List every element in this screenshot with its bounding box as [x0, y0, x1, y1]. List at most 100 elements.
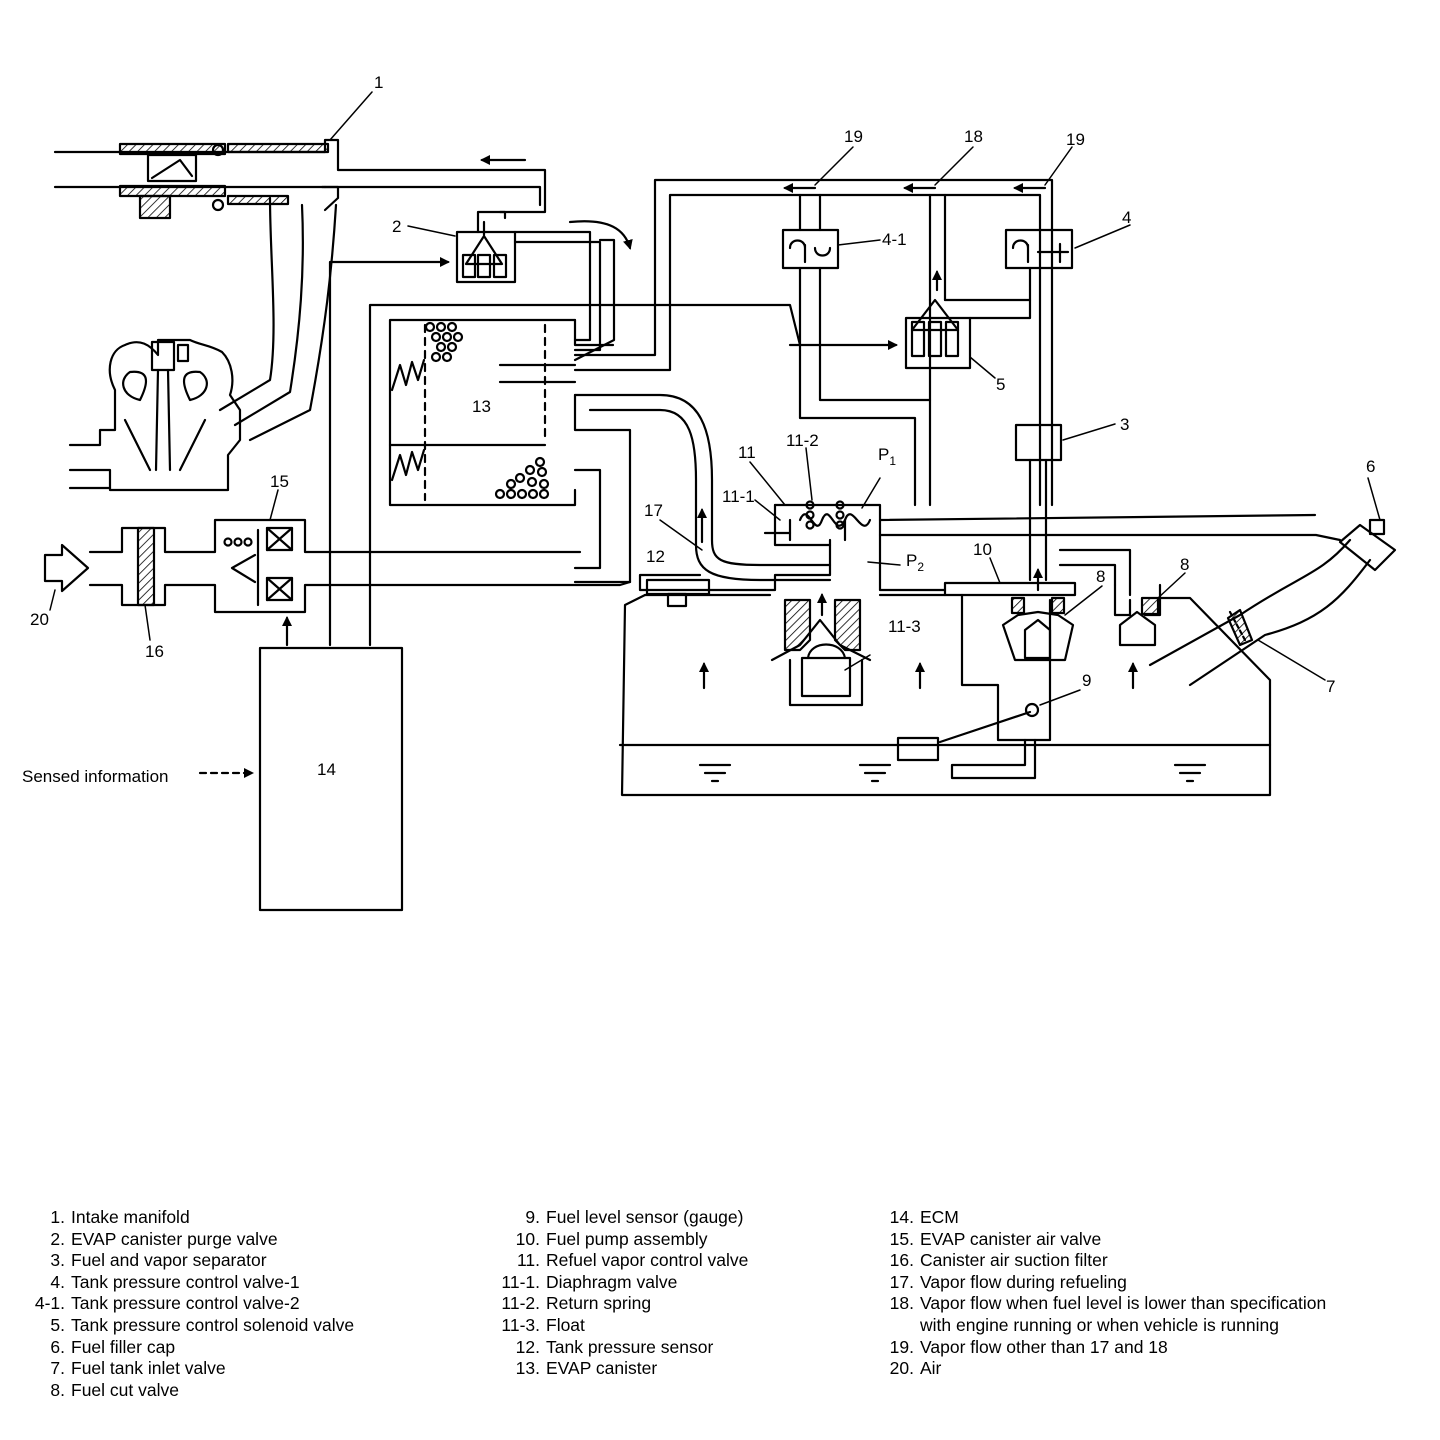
legend-text: Fuel filler cap	[71, 1336, 176, 1357]
legend-item: 19.Vapor flow other than 17 and 18	[880, 1337, 1326, 1359]
callout-10: 10	[973, 540, 992, 559]
callout-11-2: 11-2	[786, 431, 819, 450]
legend-number: 8.	[50, 1379, 65, 1400]
tank-pressure-sensor	[645, 578, 711, 608]
legend-text: Tank pressure control valve-1	[71, 1271, 300, 1292]
callout-11-3: 11-3	[888, 617, 921, 636]
legend-column-2: 9. Fuel level sensor (gauge) 10. Fuel pump…	[490, 1207, 748, 1380]
callout-15: 15	[270, 472, 289, 491]
fuel-and-vapor-separator	[1014, 423, 1063, 592]
legend-number: 11.	[516, 1250, 540, 1271]
callout-8a: 8	[1096, 567, 1105, 586]
callout-2: 2	[392, 217, 401, 236]
callout-3: 3	[1120, 415, 1129, 434]
legend-number: 3.	[50, 1250, 65, 1271]
float-valve	[770, 593, 872, 707]
legend-item: 13.EVAP canister	[490, 1358, 748, 1380]
fuel-tank	[618, 593, 1272, 797]
legend-number: 7.	[50, 1358, 65, 1379]
legend-item: 8. Fuel cut valve	[25, 1380, 354, 1402]
callout-5: 5	[996, 375, 1005, 394]
legend-item: 4-1.Tank pressure control valve-2	[25, 1293, 354, 1315]
label-p2: P2	[906, 551, 924, 574]
legend-number: 12.	[515, 1336, 540, 1357]
legend-number	[880, 1315, 920, 1337]
callout-labels: 1 2 3 4 4-1 5 6 7 8 8 9 10 11 11-1 11-2 …	[22, 73, 1375, 786]
legend-text: Return spring	[546, 1293, 652, 1314]
legend-item: 5. Tank pressure control solenoid valve	[25, 1315, 354, 1337]
legend-number: 11-2.	[501, 1293, 540, 1314]
legend-item: 10. Fuel pump assembly	[490, 1229, 748, 1251]
legend-column-1: 1.Intake manifold 2.EVAP canister purge …	[25, 1207, 354, 1401]
legend-text: Fuel level sensor (gauge)	[546, 1207, 744, 1227]
legend-item: 17. Vapor flow during refueling	[880, 1272, 1326, 1294]
legend-item: 11-3. Float	[490, 1315, 748, 1337]
legend-item: with engine running or when vehicle is r…	[880, 1315, 1326, 1337]
legend-number: 5.	[50, 1314, 65, 1335]
legend-item: 2.EVAP canister purge valve	[25, 1229, 354, 1251]
legend-text: Vapor flow during refueling	[920, 1271, 1127, 1292]
legend-text: Fuel tank inlet valve	[71, 1358, 226, 1379]
label-p1: P1	[878, 445, 896, 468]
callout-12: 12	[646, 547, 665, 566]
legend-number: 9.	[525, 1207, 540, 1227]
callout-4-1: 4-1	[882, 230, 907, 249]
legend-item: 14.ECM	[880, 1207, 1326, 1229]
legend-text: EVAP canister	[546, 1358, 658, 1379]
callout-11-1: 11-1	[722, 487, 755, 506]
legend-item: 20.Air	[880, 1358, 1326, 1380]
callout-6: 6	[1366, 457, 1375, 476]
legend-text: Tank pressure control solenoid valve	[71, 1314, 355, 1335]
legend-text: Fuel pump assembly	[546, 1228, 708, 1249]
legend-text: Canister air suction filter	[920, 1250, 1108, 1271]
filler-neck	[1148, 518, 1397, 687]
callout-11: 11	[738, 443, 756, 462]
callout-13: 13	[472, 397, 491, 416]
canister-air-line	[43, 518, 632, 614]
legend-item: 3.Fuel and vapor separator	[25, 1250, 354, 1272]
legend-number: 17.	[889, 1271, 914, 1292]
legend-item: 7. Fuel tank inlet valve	[25, 1358, 354, 1380]
callout-9: 9	[1082, 671, 1091, 690]
legend-number: 10.	[515, 1228, 540, 1249]
callout-16: 16	[145, 642, 164, 661]
evap-canister-purge-valve	[455, 210, 633, 362]
legend-item: 6. Fuel filler cap	[25, 1337, 354, 1359]
callout-19b: 19	[1066, 130, 1085, 149]
ecm-signal-lines	[198, 257, 898, 778]
sensed-information-label: Sensed information	[22, 767, 168, 786]
callout-17: 17	[644, 501, 663, 520]
callout-14: 14	[317, 760, 336, 779]
legend-number: 6.	[50, 1336, 65, 1357]
callout-1: 1	[374, 73, 383, 92]
legend-item: 11-1.Diaphragm valve	[490, 1272, 748, 1294]
legend-text: with engine running or when vehicle is r…	[920, 1314, 1279, 1335]
legend-number: 4-1.	[34, 1293, 65, 1314]
callout-7: 7	[1326, 677, 1335, 696]
legend-item: 18.Vapor flow when fuel level is lower t…	[880, 1293, 1327, 1315]
legend-item: 1.Intake manifold	[25, 1207, 354, 1229]
fuel-pump-assembly	[896, 581, 1077, 780]
legend-text: ECM	[920, 1207, 959, 1227]
engine-cylinder-head	[68, 338, 242, 492]
legend-item: 16. Canister air suction filter	[880, 1250, 1326, 1272]
legend-text: Float	[546, 1314, 585, 1335]
vapor-lines	[573, 178, 1054, 507]
callout-8b: 8	[1180, 555, 1189, 574]
legend-text: Fuel cut valve	[71, 1379, 179, 1400]
legend-text: Refuel vapor control valve	[546, 1250, 749, 1271]
callout-18: 18	[964, 127, 983, 146]
legend-number: 16.	[889, 1250, 914, 1271]
legend-item: 15.EVAP canister air valve	[880, 1229, 1326, 1251]
legend-number: 15.	[889, 1228, 914, 1249]
intake-manifold	[53, 138, 547, 442]
leader-lines	[49, 91, 1381, 706]
legend-number: 18.	[889, 1293, 914, 1314]
callout-19a: 19	[844, 127, 863, 146]
legend-column-3: 14.ECM 15.EVAP canister air valve 16. Can…	[880, 1207, 1327, 1380]
legend-item: 9. Fuel level sensor (gauge)	[490, 1207, 748, 1229]
evap-system-diagram: 1 2 3 4 4-1 5 6 7 8 8 9 10 11 11-1 11-2 …	[22, 73, 1397, 912]
evap-canister	[388, 318, 632, 584]
legend-number: 11-3.	[501, 1314, 540, 1335]
legend-text: Diaphragm valve	[546, 1271, 678, 1292]
